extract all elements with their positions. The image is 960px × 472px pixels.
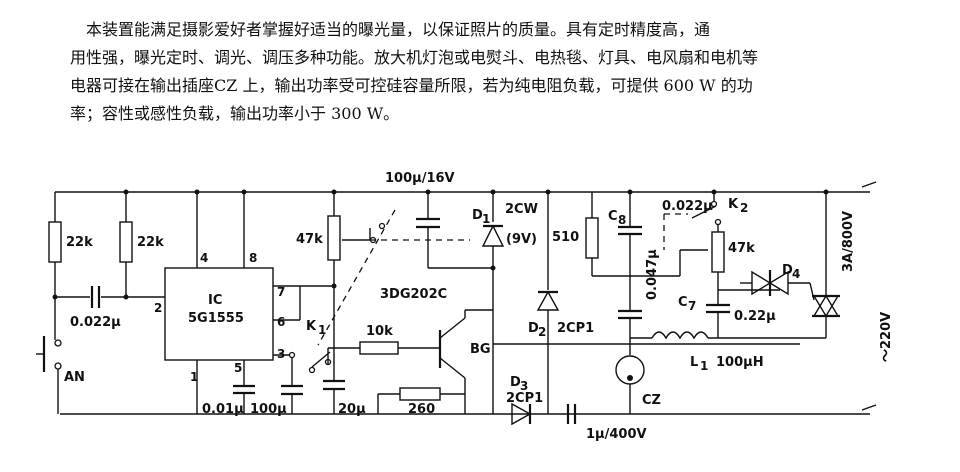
socket-cz: CZ [615, 338, 661, 414]
switch-k1: K 1 [273, 209, 396, 374]
description-line-1: 本装置能满足摄影爱好者掌握好适当的曝光量，以保证照片的质量。具有定时精度高，通 [86, 20, 711, 39]
label-pot-47k: 47k [296, 232, 323, 247]
label-r-10k: 10k [366, 324, 393, 339]
label-scr-rating: 3A/800V [841, 211, 856, 272]
label-ic-part: 5G1555 [188, 311, 244, 326]
label-switch-k2-sub: 2 [740, 201, 748, 215]
description-line-4: 率；容性或感性负载，输出功率小于 300 W。 [70, 104, 400, 123]
label-zener-v: (9V) [506, 232, 537, 247]
triac-scr: 3A/800V [800, 192, 856, 339]
diode-d2: D 2 2CP1 [528, 192, 594, 414]
label-c-pin5: 0.01μ [202, 402, 244, 417]
label-c-100u: 100μ [250, 402, 287, 417]
capacitor-c7: C 7 0.22μ [678, 290, 776, 338]
capacitor-input: 0.022μ [55, 286, 165, 330]
label-r2: 22k [137, 235, 164, 250]
resistor-10k: 10k [359, 324, 440, 355]
label-pin2: 2 [154, 301, 162, 315]
label-c-20u: 20μ [338, 402, 366, 417]
label-l1: L [690, 355, 698, 370]
potentiometer-47k-b: 47k [679, 225, 780, 291]
label-pin3: 3 [277, 347, 285, 361]
label-pin6: 6 [277, 315, 285, 329]
label-r-260: 260 [408, 402, 435, 417]
capacitor-20u: 20μ [323, 286, 366, 417]
label-cap-top: 100μ/16V [385, 171, 455, 186]
capacitor-pin5: 0.01μ [202, 360, 255, 417]
label-r1: 22k [66, 235, 93, 250]
ic-5g1555: IC 5G1555 2 4 8 7 6 3 1 5 [154, 192, 285, 414]
label-d3-part: 2CP1 [506, 391, 543, 406]
capacitor-100u-16v: 100μ/16V [385, 171, 493, 269]
label-pin5: 5 [234, 361, 242, 375]
label-ic-name: IC [208, 293, 222, 308]
label-d3: D [510, 375, 521, 390]
inductor-l1: L 1 100μH [630, 331, 800, 373]
diac-d4: D 4 [740, 263, 810, 296]
label-pin8: 8 [249, 251, 257, 265]
label-pin4: 4 [200, 251, 208, 265]
resistor-22k-left: 22k [48, 192, 93, 340]
label-zener: D [472, 208, 483, 223]
potentiometer-47k: 47k [296, 192, 386, 286]
diode-d3: D 3 2CP1 [464, 344, 543, 426]
label-switch-k1: K [306, 319, 317, 334]
label-l1-val: 100μH [716, 355, 764, 370]
top-rail [55, 181, 877, 193]
label-pin1: 1 [190, 370, 198, 384]
label-switch-k1-sub: 1 [318, 323, 326, 337]
label-transistor-part: 3DG202C [380, 287, 447, 302]
label-socket: CZ [642, 393, 661, 408]
label-c-0022: 0.022μ [662, 199, 713, 214]
label-d3-sub: 3 [520, 379, 528, 393]
label-zener-part: 2CW [505, 202, 538, 217]
label-d2-part: 2CP1 [557, 321, 594, 336]
label-switch-k2: K [728, 197, 739, 212]
label-c7-val: 0.22μ [734, 309, 776, 324]
resistor-22k-right: 22k [119, 192, 164, 297]
label-c7-sub: 7 [688, 299, 696, 313]
label-c8-sub: 8 [618, 213, 626, 227]
label-zener-sub: 1 [482, 212, 490, 226]
label-r-510: 510 [552, 230, 579, 245]
label-pot-47k-b: 47k [728, 241, 755, 256]
description-paragraph: 本装置能满足摄影爱好者掌握好适当的曝光量，以保证照片的质量。具有定时精度高，通 … [70, 16, 910, 128]
label-c8-val: 0.047μ [645, 249, 660, 300]
capacitor-100u: 100μ [250, 358, 303, 417]
label-transistor-name: BG [470, 342, 491, 357]
transistor-bg: 3DG202C BG [380, 287, 493, 394]
zener-d1: D 1 2CW (9V) [472, 192, 538, 310]
label-c-1u: 1μ/400V [586, 427, 647, 442]
label-l1-sub: 1 [700, 359, 708, 373]
label-mains: ～220V [879, 312, 894, 362]
label-button: AN [64, 370, 85, 385]
label-d4: D [782, 263, 793, 278]
label-d2-sub: 2 [538, 325, 546, 339]
label-c7: C [678, 295, 688, 310]
push-button-an: AN [36, 336, 85, 414]
label-c-in: 0.022μ [70, 315, 121, 330]
switch-k2: 0.022μ K 2 [662, 192, 748, 250]
label-c8: C [608, 209, 618, 224]
resistor-260: 260 [377, 387, 465, 417]
capacitor-1u-400v: 1μ/400V [566, 404, 647, 442]
label-pin7: 7 [277, 285, 285, 299]
capacitor-c8: C 8 0.047μ [608, 192, 660, 338]
description-line-3: 电器可接在输出插座CZ 上，输出功率受可控硅容量所限，若为纯电阻负载，可提供 6… [70, 76, 753, 95]
label-d4-sub: 4 [792, 267, 800, 281]
resistor-510: 510 [552, 192, 680, 277]
label-d2: D [528, 321, 539, 336]
description-line-2: 用性强，曝光定时、调光、调压多种功能。放大机灯泡或电熨斗、电热毯、灯具、电风扇和… [70, 48, 759, 67]
bottom-rail [60, 404, 877, 415]
